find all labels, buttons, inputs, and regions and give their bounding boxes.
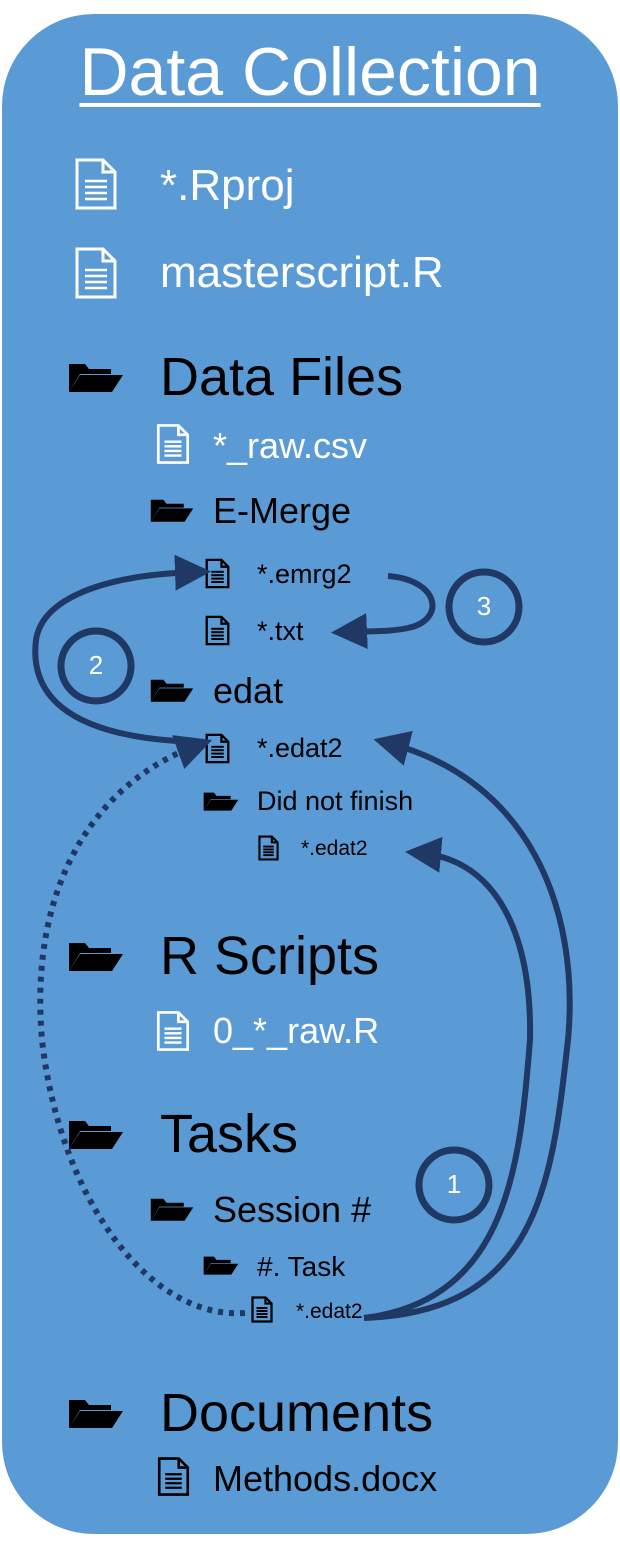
file-label: *.edat2 — [301, 837, 368, 860]
file-icon — [205, 615, 230, 646]
dotted-arrow-task-to-edat2 — [37, 735, 246, 1317]
file-label: *.edat2 — [296, 1300, 363, 1323]
file-label: masterscript.R — [160, 248, 444, 297]
step-circle-1 — [415, 1146, 493, 1224]
folder-label: E-Merge — [213, 490, 352, 531]
file-label: *.Rproj — [160, 161, 295, 210]
file-icon — [251, 1296, 273, 1323]
folder-open-icon — [69, 1400, 123, 1428]
folder-label: Data Files — [160, 347, 404, 407]
folder-open-icon — [69, 943, 123, 971]
step-circle-3 — [445, 568, 523, 646]
folder-label: Session # — [213, 1189, 372, 1230]
arrow-edat2-to-emrg2 — [32, 554, 211, 745]
file-label: *_raw.csv — [213, 425, 368, 466]
folder-open-icon — [203, 792, 239, 811]
folder-open-icon — [150, 1198, 194, 1221]
step-number-3: 3 — [476, 591, 492, 621]
folder-label: edat — [213, 670, 284, 711]
diagram-title: Data Collection — [79, 34, 541, 110]
folder-open-icon — [69, 364, 123, 392]
file-icon — [156, 424, 190, 464]
file-icon — [156, 1011, 190, 1051]
file-label: *.txt — [257, 616, 304, 646]
file-icon — [258, 835, 279, 861]
folder-label: Did not finish — [257, 786, 414, 816]
step-circle-2 — [57, 627, 135, 705]
folder-open-icon — [150, 679, 194, 702]
folder-open-icon — [203, 1256, 239, 1275]
step-number-1: 1 — [446, 1169, 462, 1199]
folder-label: #. Task — [257, 1251, 346, 1282]
step-number-2: 2 — [88, 650, 104, 680]
file-label: *.edat2 — [257, 733, 343, 763]
diagram-panel — [2, 14, 618, 1534]
folder-label: R Scripts — [160, 926, 380, 986]
arrow-task-to-dnf-edat2 — [363, 836, 534, 1321]
file-label: Methods.docx — [213, 1458, 438, 1499]
file-icon — [157, 1457, 190, 1496]
file-icon — [75, 158, 117, 210]
file-icon — [75, 247, 117, 299]
file-label: *.emrg2 — [257, 559, 352, 589]
file-label: 0_*_raw.R — [213, 1010, 380, 1051]
folder-open-icon — [150, 499, 194, 522]
arrow-emrg2-to-txt — [331, 573, 436, 650]
folder-open-icon — [69, 1121, 123, 1149]
arrow-task-to-edat2 — [363, 730, 573, 1321]
folder-label: Tasks — [160, 1104, 299, 1164]
folder-label: Documents — [160, 1383, 434, 1443]
